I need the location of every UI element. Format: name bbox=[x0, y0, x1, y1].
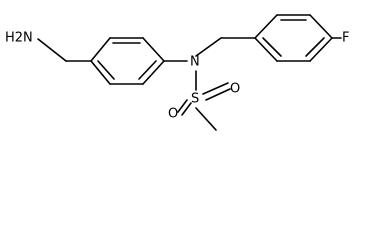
bond-ch2-amine bbox=[37, 38, 67, 62]
bond-sulfur-oxygen-bottom-a bbox=[177, 99, 188, 113]
ring-right-bond-4 bbox=[309, 37, 333, 62]
ring-left-inner-bond-2 bbox=[138, 60, 157, 80]
ring-right-bond-1 bbox=[254, 14, 278, 39]
bond-nitrogen-benzyl bbox=[195, 37, 222, 57]
ring-left-bond-1 bbox=[90, 37, 111, 62]
ring-left-bond-4 bbox=[142, 60, 165, 85]
chemical-structure-diagram: H2N N S O O F bbox=[5, 14, 350, 131]
nitrogen-label: N bbox=[190, 55, 200, 70]
fluorine-label: F bbox=[342, 31, 349, 46]
ring-right-inner-bond-3 bbox=[262, 37, 282, 57]
oxygen-bottom-label: O bbox=[168, 107, 178, 122]
ring-right-bond-3 bbox=[309, 14, 333, 39]
ring-left-bond-3 bbox=[142, 37, 165, 62]
bond-sulfur-oxygen-bottom-b bbox=[181, 102, 192, 116]
ring-left-bond-6 bbox=[90, 60, 111, 85]
ring-right-inner-bond-2 bbox=[305, 37, 325, 57]
bond-sulfur-oxygen-top-b bbox=[205, 88, 231, 101]
ring-right-bond-6 bbox=[254, 37, 278, 62]
bond-sulfur-oxygen-top-a bbox=[202, 82, 229, 95]
amine-label: H2N bbox=[5, 31, 33, 46]
ring-left-inner-bond-3 bbox=[97, 60, 115, 80]
bond-sulfur-methyl bbox=[195, 107, 217, 131]
oxygen-top-label: O bbox=[230, 82, 240, 97]
sulfur-label: S bbox=[191, 92, 199, 107]
